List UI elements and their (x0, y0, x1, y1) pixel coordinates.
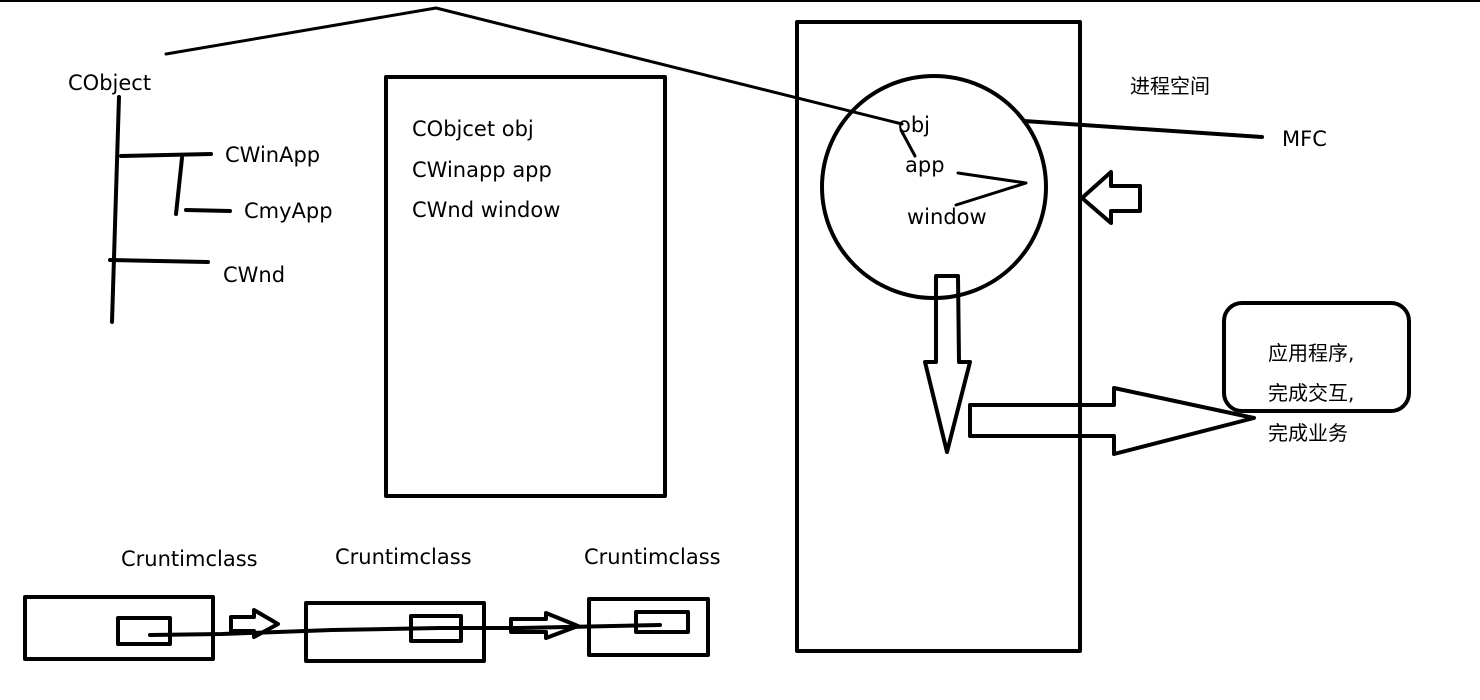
left-arrow (1080, 170, 1142, 225)
tree-trunk (110, 95, 121, 324)
cwnd-label: CWnd (223, 263, 286, 287)
circle-window-label: window (907, 205, 987, 229)
result-line-2: 完成交互, (1268, 381, 1355, 405)
circle-obj-label: obj (898, 113, 931, 137)
runtime-label-3: Cruntimclass (584, 545, 721, 569)
obj-to-app-stroke (899, 128, 917, 158)
mfc-label: MFC (1282, 127, 1327, 151)
branch-cwnd (108, 258, 210, 264)
process-space-label: 进程空间 (1130, 74, 1210, 98)
result-line-1: 应用程序, (1268, 341, 1355, 365)
runtime-inner-box-3 (634, 610, 690, 634)
branch-cmyapp-vertical (174, 156, 184, 216)
runtime-chain (23, 595, 710, 663)
runtime-label-2: Cruntimclass (335, 545, 472, 569)
branch-cwinapp (119, 152, 213, 158)
chain-pointer-line (148, 623, 662, 637)
cwinapp-label: CWinApp (225, 143, 321, 167)
cobject-label: CObject (68, 71, 152, 95)
circle-to-mfc-line (1022, 119, 1264, 139)
declaration-line-window: CWnd window (412, 198, 561, 222)
declaration-line-app: CWinapp app (412, 158, 552, 182)
branch-cmyapp (184, 208, 232, 213)
runtime-label-1: Cruntimclass (121, 547, 258, 571)
app-to-window-stroke (954, 171, 1028, 207)
chain-arrow-2 (509, 611, 580, 640)
process-space-box (795, 20, 1082, 653)
declaration-line-obj: CObjcet obj (412, 117, 534, 141)
circle-app-label: app (905, 153, 945, 177)
cmyapp-label: CmyApp (244, 199, 333, 223)
runtime-box-1 (23, 595, 215, 661)
result-box (1222, 301, 1411, 413)
result-line-3: 完成业务 (1268, 421, 1348, 445)
class-hierarchy-tree (108, 95, 232, 324)
right-arrow (968, 386, 1256, 456)
runtime-box-2 (304, 601, 486, 663)
down-arrow (923, 274, 972, 454)
cobject-to-obj-connector (164, 6, 904, 126)
runtime-inner-box-1 (116, 616, 172, 646)
declarations-box (384, 75, 667, 498)
